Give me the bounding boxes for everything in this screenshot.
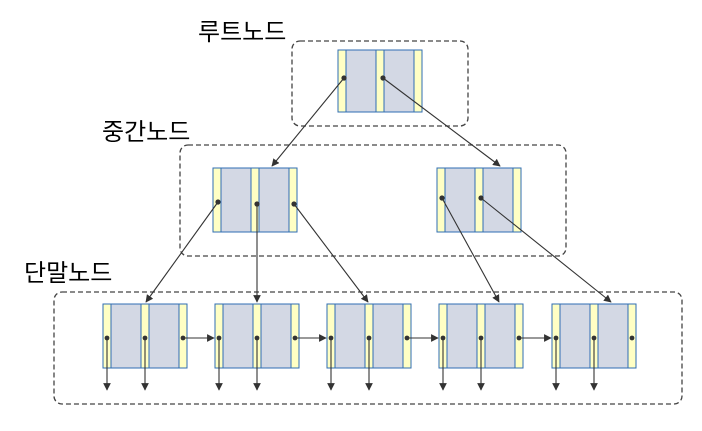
key-cell bbox=[383, 49, 415, 113]
pointer-cell bbox=[250, 167, 260, 233]
root-level-group bbox=[291, 40, 469, 127]
key-cell bbox=[260, 303, 292, 369]
pointer-dot bbox=[629, 335, 635, 341]
key-cell bbox=[334, 303, 366, 369]
key-cell bbox=[484, 303, 516, 369]
key-cell bbox=[444, 167, 476, 233]
edge-internal-2-to-leaf-5 bbox=[480, 197, 612, 303]
pointer-cell bbox=[512, 167, 522, 233]
pointer-cell bbox=[288, 167, 298, 233]
key-cell bbox=[446, 303, 478, 369]
edge-root-to-internal-2 bbox=[382, 77, 501, 167]
internal-node-label: 중간노드 bbox=[102, 118, 190, 146]
key-cell bbox=[220, 167, 252, 233]
internal-node-1 bbox=[212, 167, 298, 233]
pointer-cell bbox=[413, 49, 423, 113]
key-cell bbox=[148, 303, 180, 369]
edge-internal-1-to-leaf-3 bbox=[293, 203, 369, 303]
nodes-layer bbox=[102, 49, 637, 369]
key-cell bbox=[559, 303, 591, 369]
key-cell bbox=[597, 303, 629, 369]
internal-level-group bbox=[179, 144, 567, 257]
edge-internal-1-to-leaf-1 bbox=[145, 201, 219, 303]
edge-internal-2-to-leaf-4 bbox=[441, 197, 500, 303]
root-node-label: 루트노드 bbox=[198, 18, 286, 46]
key-cell bbox=[372, 303, 404, 369]
root-node bbox=[337, 49, 423, 113]
pointer-cell bbox=[375, 49, 385, 113]
key-cell bbox=[482, 167, 514, 233]
leaf-level-group bbox=[53, 291, 683, 405]
edges-layer bbox=[103, 75, 635, 391]
key-cell bbox=[258, 167, 290, 233]
edge-root-to-internal-1 bbox=[271, 77, 345, 167]
key-cell bbox=[110, 303, 142, 369]
key-cell bbox=[345, 49, 377, 113]
key-cell bbox=[222, 303, 254, 369]
internal-node-2 bbox=[436, 167, 522, 233]
leaf-node-label: 단말노드 bbox=[24, 259, 112, 287]
